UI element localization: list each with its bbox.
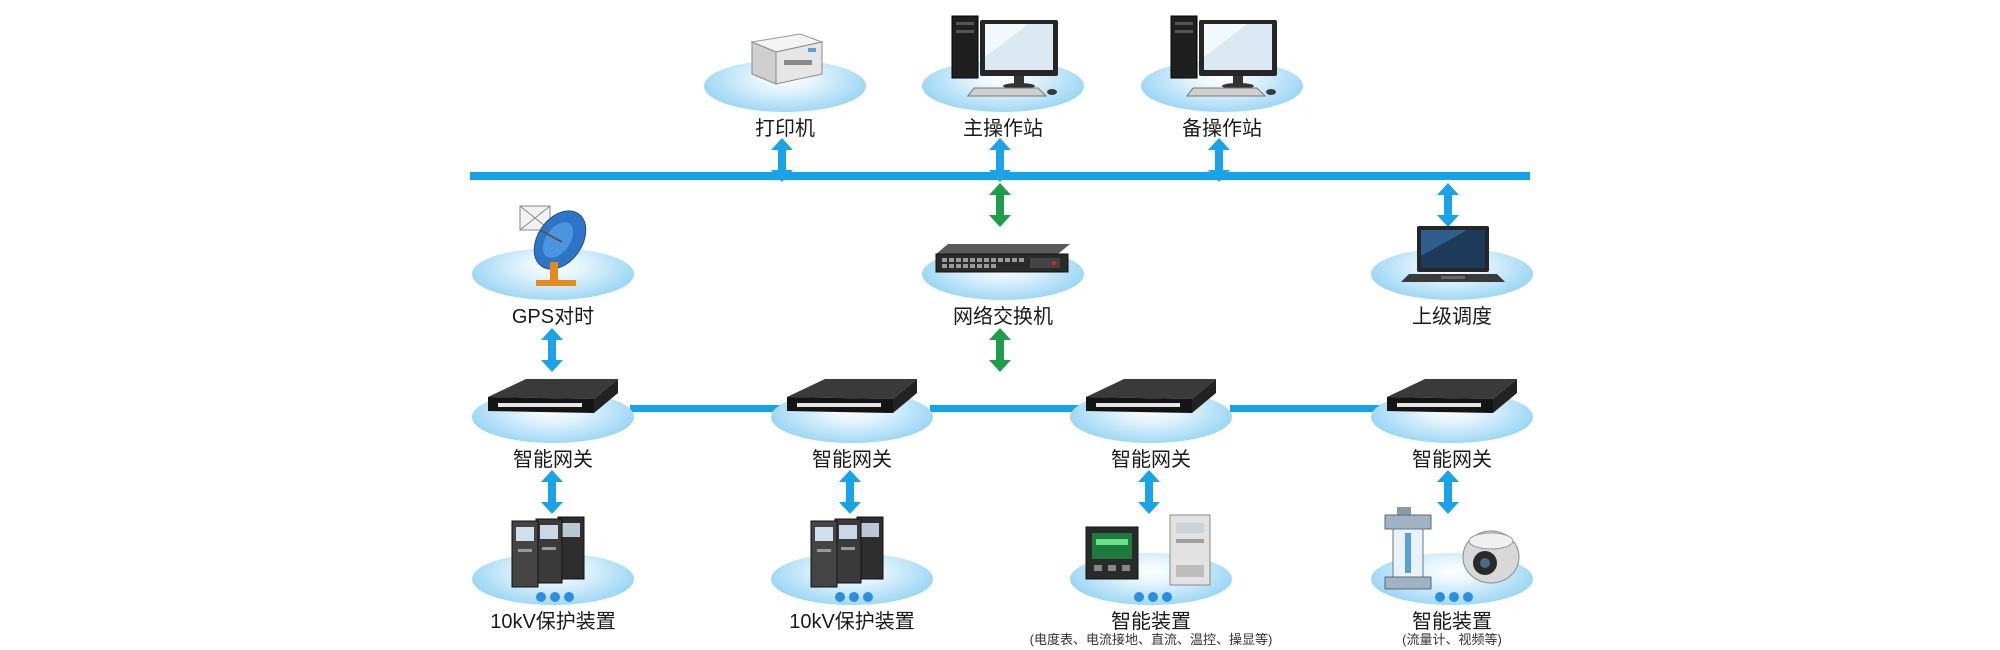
gateway3-device-link-arrow <box>1138 470 1160 514</box>
gateway1-device-link-arrow <box>541 470 563 514</box>
node-label: 10kV保护装置 <box>789 611 915 633</box>
backup-station-link-arrow <box>1208 138 1230 182</box>
gps-gateway-link-arrow <box>541 328 563 372</box>
node-label: 智能装置 <box>1412 611 1492 633</box>
network-switch-node[interactable]: 网络交换机 <box>918 200 1088 328</box>
node-label: 智能网关 <box>812 449 892 471</box>
gateway-bus-segment-2 <box>930 405 1080 412</box>
gateway-router-icon <box>1086 379 1216 413</box>
dispatch-node[interactable]: 上级调度 <box>1367 200 1537 328</box>
network-switch-icon <box>935 244 1070 273</box>
flowmeter-camera-icon <box>1384 507 1520 590</box>
indicator-dots-icon <box>1435 592 1473 602</box>
smart-device-node-1[interactable]: 智能装置 (电度表、电流接地、直流、温控、操显等) <box>1030 505 1272 647</box>
protection-relay-icon <box>511 516 585 588</box>
node-sublabel: (流量计、视频等) <box>1402 632 1502 647</box>
node-label: GPS对时 <box>511 306 595 328</box>
node-label: 打印机 <box>755 118 815 140</box>
gateway-bus-segment-3 <box>1230 405 1380 412</box>
protection-device-node-1[interactable]: 10kV保护装置 <box>468 505 638 633</box>
gateway-router-icon <box>488 379 618 413</box>
smart-gateway-node-4[interactable]: 智能网关 <box>1367 343 1537 471</box>
indicator-dots-icon <box>835 592 873 602</box>
node-label: 智能网关 <box>1111 449 1191 471</box>
desktop-computer-icon <box>951 15 1058 97</box>
main-station-node[interactable]: 主操作站 <box>918 12 1088 140</box>
indicator-dots-icon <box>536 592 574 602</box>
node-label: 10kV保护装置 <box>490 611 616 633</box>
gateway-bus-segment-1 <box>630 405 780 412</box>
protection-device-node-2[interactable]: 10kV保护装置 <box>767 505 937 633</box>
energy-meter-icon <box>1085 514 1211 586</box>
node-label: 备操作站 <box>1182 118 1262 140</box>
gateway-router-icon <box>787 379 917 413</box>
smart-gateway-node-3[interactable]: 智能网关 <box>1066 343 1236 471</box>
node-label: 智能装置 <box>1111 611 1191 633</box>
main-station-link-arrow <box>989 138 1011 182</box>
printer-icon <box>750 33 824 85</box>
switch-gateway-link-arrow <box>989 328 1011 372</box>
bus-switch-link-arrow <box>989 183 1011 227</box>
node-label: 主操作站 <box>963 118 1043 140</box>
printer-link-arrow <box>771 138 793 182</box>
node-sublabel: (电度表、电流接地、直流、温控、操显等) <box>1029 632 1273 647</box>
backup-station-node[interactable]: 备操作站 <box>1137 12 1307 140</box>
laptop-icon <box>1401 226 1505 282</box>
smart-gateway-node-2[interactable]: 智能网关 <box>767 343 937 471</box>
indicator-dots-icon <box>1134 592 1172 602</box>
dispatch-link-arrow <box>1437 183 1459 227</box>
printer-node[interactable]: 打印机 <box>700 12 870 140</box>
node-label: 智能网关 <box>513 449 593 471</box>
node-label: 网络交换机 <box>953 306 1053 328</box>
gateway4-device-link-arrow <box>1437 470 1459 514</box>
desktop-computer-icon <box>1170 15 1277 97</box>
node-label: 上级调度 <box>1412 306 1492 328</box>
gps-node[interactable]: GPS对时 <box>468 200 638 328</box>
gateway2-device-link-arrow <box>839 470 861 514</box>
smart-gateway-node-1[interactable]: 智能网关 <box>468 343 638 471</box>
gateway-router-icon <box>1387 379 1517 413</box>
protection-relay-icon <box>810 516 884 588</box>
node-label: 智能网关 <box>1412 449 1492 471</box>
smart-device-node-2[interactable]: 智能装置 (流量计、视频等) <box>1367 505 1537 647</box>
satellite-dish-icon <box>519 205 587 286</box>
